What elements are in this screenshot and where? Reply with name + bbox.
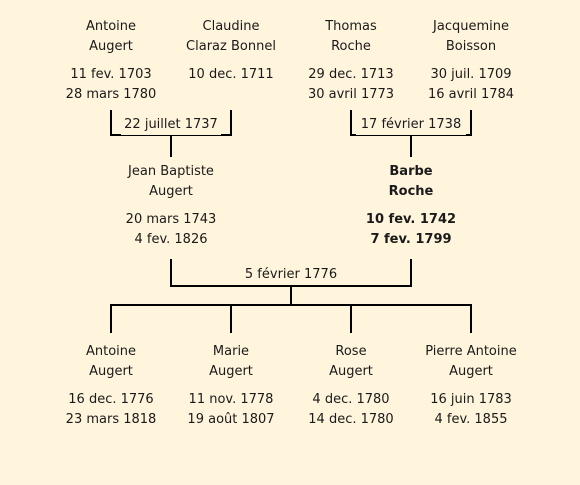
- death-date: 23 mars 1818: [65, 412, 157, 427]
- death-date: 30 avril 1773: [307, 87, 395, 102]
- death-date: 28 mars 1780: [65, 87, 157, 102]
- first-name: Marie: [212, 344, 250, 359]
- birth-date: 4 dec. 1780: [312, 392, 390, 407]
- last-name: Augert: [89, 364, 133, 379]
- birth-date: 16 dec. 1776: [68, 392, 154, 407]
- child-rose-augert: Rose Augert 4 dec. 1780 14 dec. 1780: [276, 342, 426, 430]
- last-name: Claraz Bonnel: [186, 39, 276, 54]
- death-date: 16 avril 1784: [427, 87, 515, 102]
- person-claudine-claraz-bonnel: Claudine Claraz Bonnel 10 dec. 1711: [156, 17, 306, 85]
- child-marie-augert: Marie Augert 11 nov. 1778 19 août 1807: [156, 342, 306, 430]
- death-date: 4 fev. 1826: [134, 232, 208, 247]
- first-name: Pierre Antoine: [425, 344, 517, 359]
- birth-date: 30 juil. 1709: [430, 67, 512, 82]
- last-name: Roche: [388, 184, 434, 199]
- first-name: Antoine: [85, 344, 137, 359]
- death-date: 19 août 1807: [187, 412, 275, 427]
- marriage-date-maternal: 17 février 1738: [356, 115, 466, 135]
- child-pierre-antoine-augert: Pierre Antoine Augert 16 juin 1783 4 fev…: [396, 342, 546, 430]
- person-antoine-augert-grandfather: Antoine Augert 11 fev. 1703 28 mars 1780: [36, 17, 186, 105]
- birth-date: 16 juin 1783: [430, 392, 512, 407]
- birth-date: 11 nov. 1778: [188, 392, 274, 407]
- first-name: Jacquemine: [433, 19, 509, 34]
- birth-date: 10 dec. 1711: [188, 67, 274, 82]
- connector-children: [110, 304, 472, 333]
- person-barbe-roche: Barbe Roche 10 fev. 1742 7 fev. 1799: [336, 162, 486, 250]
- last-name: Roche: [331, 39, 371, 54]
- last-name: Augert: [209, 364, 253, 379]
- marriage-date-paternal: 22 juillet 1737: [121, 115, 221, 135]
- death-date: 14 dec. 1780: [308, 412, 394, 427]
- birth-date: 10 fev. 1742: [365, 212, 457, 227]
- last-name: Augert: [89, 39, 133, 54]
- first-name: Claudine: [202, 19, 260, 34]
- birth-date: 29 dec. 1713: [308, 67, 394, 82]
- first-name: Barbe: [389, 164, 433, 179]
- birth-date: 20 mars 1743: [125, 212, 217, 227]
- first-name: Jean Baptiste: [128, 164, 214, 179]
- last-name: Augert: [329, 364, 373, 379]
- child-antoine-augert: Antoine Augert 16 dec. 1776 23 mars 1818: [36, 342, 186, 430]
- first-name: Thomas: [325, 19, 377, 34]
- person-thomas-roche: Thomas Roche 29 dec. 1713 30 avril 1773: [276, 17, 426, 105]
- marriage-date-parents: 5 février 1776: [241, 265, 341, 285]
- death-date: 4 fev. 1855: [434, 412, 508, 427]
- last-name: Boisson: [445, 39, 497, 54]
- last-name: Augert: [449, 364, 493, 379]
- first-name: Rose: [335, 344, 367, 359]
- person-jacquemine-boisson: Jacquemine Boisson 30 juil. 1709 16 avri…: [396, 17, 546, 105]
- birth-date: 11 fev. 1703: [70, 67, 152, 82]
- death-date: 7 fev. 1799: [370, 232, 452, 247]
- last-name: Augert: [149, 184, 193, 199]
- person-jean-baptiste-augert: Jean Baptiste Augert 20 mars 1743 4 fev.…: [96, 162, 246, 250]
- first-name: Antoine: [85, 19, 137, 34]
